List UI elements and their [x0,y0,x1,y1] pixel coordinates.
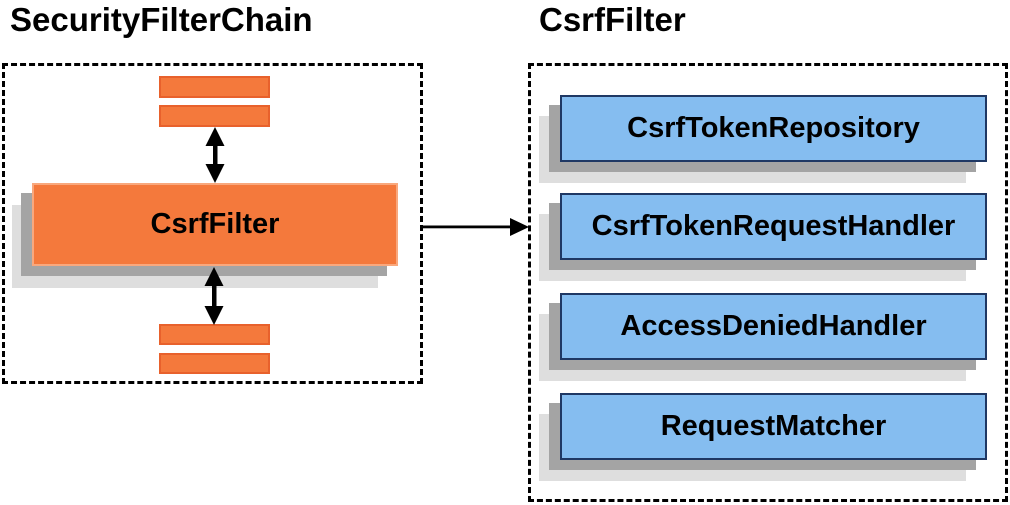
component-request-matcher: RequestMatcher [560,393,987,460]
component-label: RequestMatcher [660,410,887,442]
filter-placeholder-bar [159,324,270,345]
component-csrf-token-repository: CsrfTokenRepository [560,95,987,162]
filter-placeholder-bar [159,105,270,127]
component-label: AccessDeniedHandler [620,310,927,342]
flow-arrow-right [423,218,529,236]
csrf-filter-node-label: CsrfFilter [150,208,280,240]
filter-placeholder-bar [159,353,270,374]
csrf-filter-container [528,63,1008,502]
component-access-denied-handler: AccessDeniedHandler [560,293,987,360]
security-filter-chain-title: SecurityFilterChain [10,1,313,38]
component-label: CsrfTokenRepository [627,112,920,144]
component-csrf-token-request-handler: CsrfTokenRequestHandler [560,193,987,260]
component-label: CsrfTokenRequestHandler [591,210,956,242]
security-filter-chain-container [2,63,423,384]
csrf-filter-node: CsrfFilter [32,183,398,266]
csrf-filter-title: CsrfFilter [539,1,686,38]
filter-placeholder-bar [159,76,270,98]
